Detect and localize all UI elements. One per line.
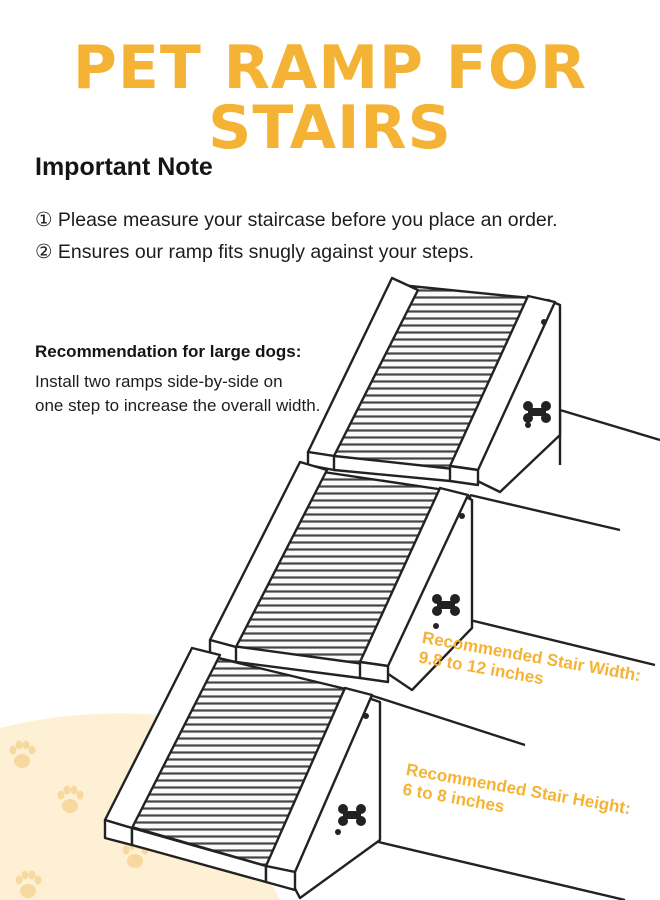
important-note-heading: Important Note [35, 153, 213, 181]
note-line-1: ① Please measure your staircase before y… [35, 209, 558, 231]
ramp-section-middle [208, 460, 474, 692]
page-title: PET RAMP FOR STAIRS [72, 33, 588, 163]
recommendation-line-1: Install two ramps side-by-side on [35, 372, 283, 391]
ramp-section-bottom [103, 646, 382, 900]
recommendation-line-2: one step to increase the overall width. [35, 396, 321, 415]
note-line-2: ② Ensures our ramp fits snugly against y… [35, 241, 475, 263]
ramp-section-top [306, 276, 562, 494]
recommendation-heading: Recommendation for large dogs: [35, 342, 302, 361]
